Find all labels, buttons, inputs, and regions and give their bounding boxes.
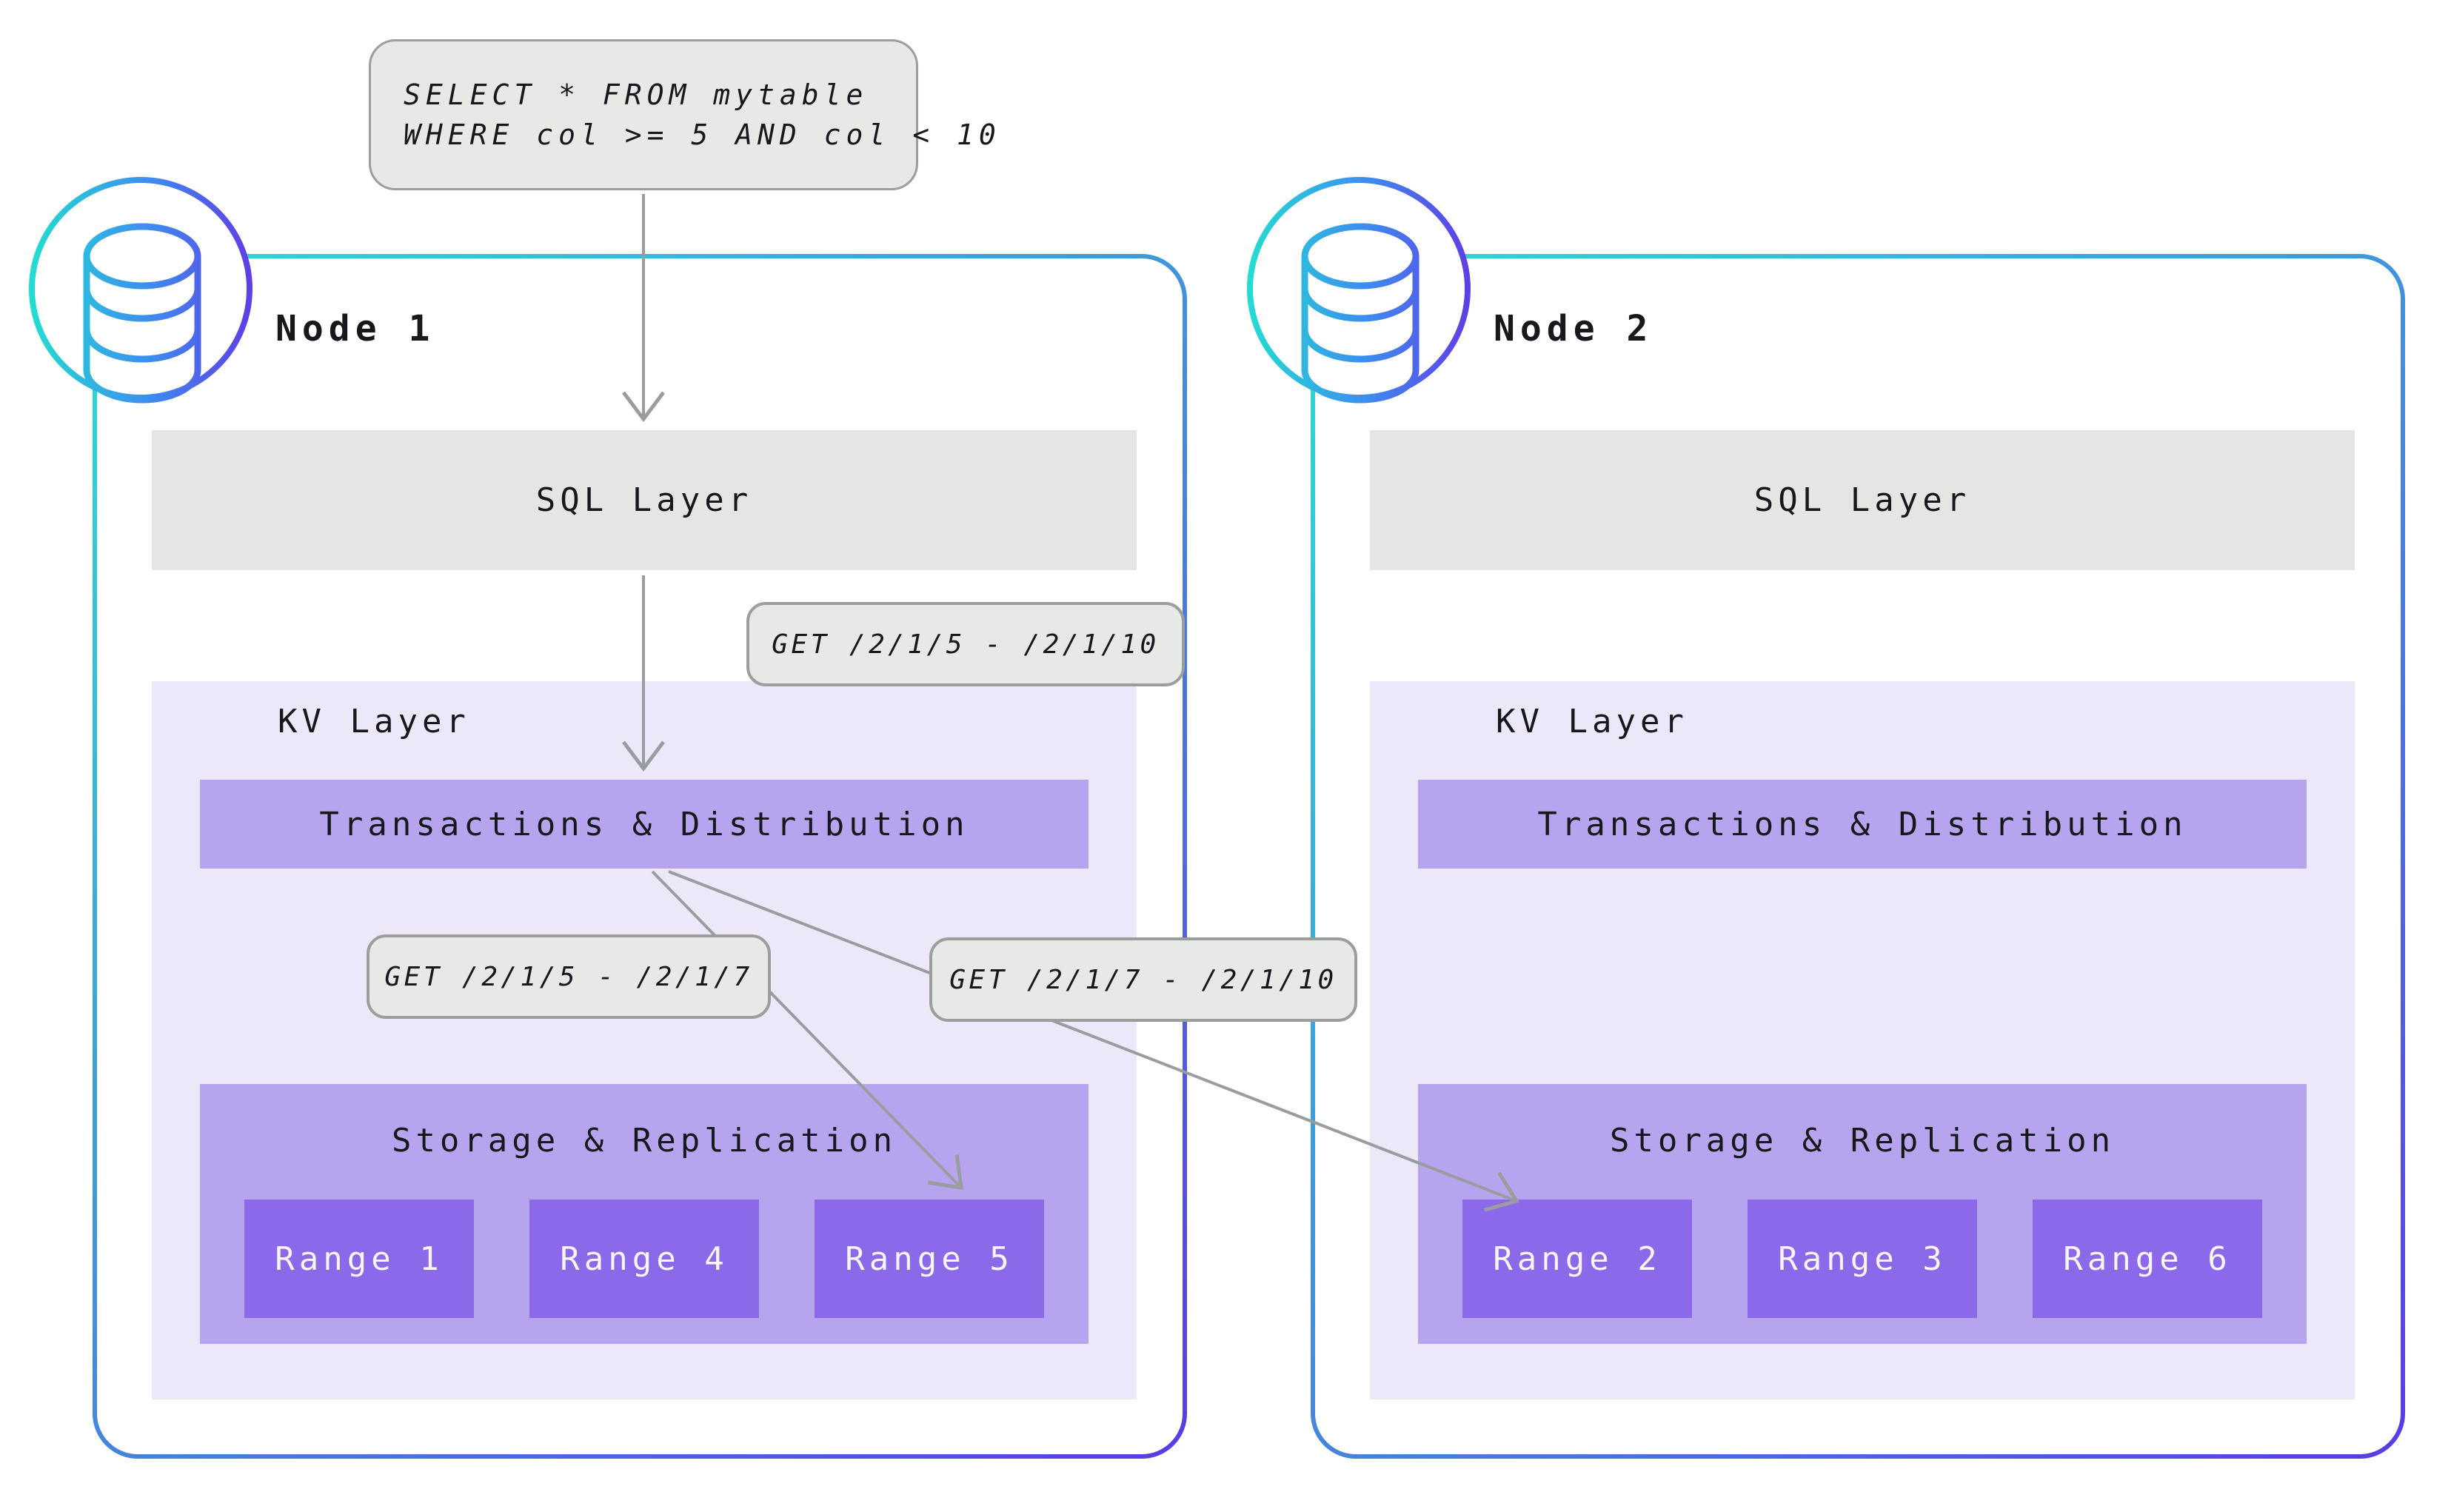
transactions-distribution-label: Transactions & Distribution <box>319 805 969 843</box>
range-box: Range 3 <box>1748 1200 1977 1318</box>
range-box: Range 1 <box>244 1200 474 1318</box>
node-2-kv-layer-panel: KV Layer Transactions & Distribution Sto… <box>1370 681 2355 1399</box>
node-1-transactions-distribution-bar: Transactions & Distribution <box>200 780 1089 869</box>
storage-replication-label: Storage & Replication <box>1609 1121 2116 1160</box>
request-label-text: GET /2/1/5 - /2/1/7 <box>384 961 753 992</box>
range-box: Range 5 <box>815 1200 1044 1318</box>
node-2-sql-layer-bar: SQL Layer <box>1370 430 2355 570</box>
request-label-text: GET /2/1/7 - /2/1/10 <box>949 964 1337 995</box>
request-label-right-split: GET /2/1/7 - /2/1/10 <box>929 937 1357 1022</box>
sql-layer-label: SQL Layer <box>535 481 753 519</box>
range-box: Range 4 <box>529 1200 759 1318</box>
node-1-kv-layer-panel: KV Layer Transactions & Distribution Sto… <box>152 681 1137 1399</box>
sql-layer-label: SQL Layer <box>1753 481 1971 519</box>
storage-replication-label: Storage & Replication <box>391 1121 897 1160</box>
node-2-container: Node 2 SQL Layer KV Layer Transactions &… <box>1311 254 2405 1459</box>
kv-layer-label: KV Layer <box>1496 702 1688 740</box>
kv-layer-label: KV Layer <box>278 702 470 740</box>
request-label-left-split: GET /2/1/5 - /2/1/7 <box>367 934 771 1019</box>
node-2-storage-replication-panel: Storage & Replication Range 2 Range 3 Ra… <box>1418 1084 2307 1344</box>
sql-query-line: SELECT * FROM mytable <box>404 78 869 111</box>
request-label-text: GET /2/1/5 - /2/1/10 <box>772 629 1160 660</box>
sql-query-line: WHERE col >= 5 AND col < 10 <box>404 118 1001 151</box>
node-1-sql-layer-bar: SQL Layer <box>152 430 1137 570</box>
sql-query-bubble: SELECT * FROM mytable WHERE col >= 5 AND… <box>369 39 1001 190</box>
node-1-title: Node 1 <box>275 308 435 349</box>
range-box: Range 2 <box>1462 1200 1692 1318</box>
node-2-title: Node 2 <box>1494 308 1653 349</box>
request-label-full-range: GET /2/1/5 - /2/1/10 <box>746 602 1185 686</box>
node-1-storage-replication-panel: Storage & Replication Range 1 Range 4 Ra… <box>200 1084 1089 1344</box>
range-box: Range 6 <box>2033 1200 2262 1318</box>
node-2-transactions-distribution-bar: Transactions & Distribution <box>1418 780 2307 869</box>
node-1-container: Node 1 SQL Layer KV Layer Transactions &… <box>93 254 1187 1459</box>
transactions-distribution-label: Transactions & Distribution <box>1537 805 2187 843</box>
